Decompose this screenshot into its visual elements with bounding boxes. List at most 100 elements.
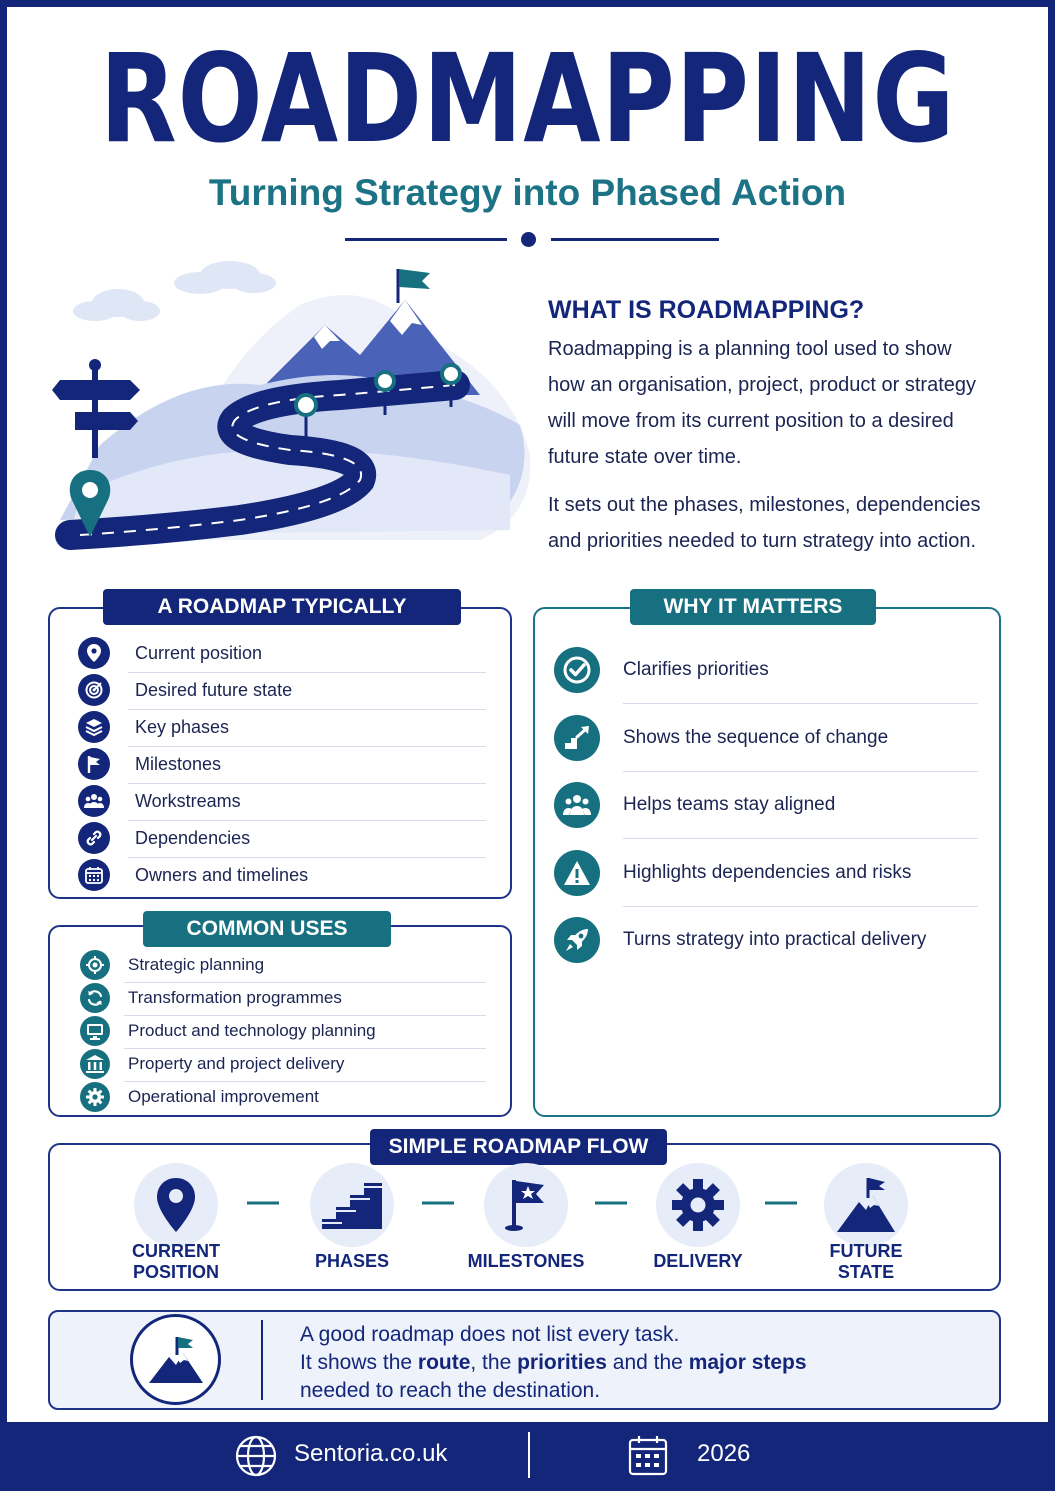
- quote-divider: [261, 1320, 263, 1400]
- team-icon: [554, 782, 600, 828]
- includes-item-label: Desired future state: [135, 679, 293, 700]
- footer-website[interactable]: Sentoria.co.uk: [294, 1440, 448, 1467]
- uses-title: COMMON USES: [143, 911, 391, 947]
- uses-item-label: Transformation programmes: [128, 988, 342, 1007]
- flow-step-label: PHASES: [282, 1251, 422, 1272]
- flag-icon: [484, 1163, 568, 1247]
- arrow-right-icon: [247, 1201, 279, 1205]
- monitor-icon: [80, 1016, 110, 1046]
- includes-item: Key phases: [78, 711, 229, 743]
- row-divider: [128, 820, 486, 821]
- milestone-pin-icon: [294, 363, 462, 445]
- flow-step-line1: MILESTONES: [467, 1251, 585, 1271]
- gear-icon: [656, 1163, 740, 1247]
- includes-title: A ROADMAP TYPICALLY INCLUDES: [103, 589, 461, 654]
- roadmap-illustration: [52, 261, 531, 550]
- divider-right: [551, 238, 719, 241]
- row-divider: [128, 783, 486, 784]
- row-divider: [128, 709, 486, 710]
- cloud-icon: [73, 261, 276, 321]
- signpost-icon: [52, 359, 140, 458]
- includes-item: Milestones: [78, 748, 221, 780]
- crosshair-icon: [80, 950, 110, 980]
- row-divider: [128, 857, 486, 858]
- uses-item: Product and technology planning: [80, 1016, 376, 1046]
- people-icon: [78, 785, 110, 817]
- includes-item: Workstreams: [78, 785, 241, 817]
- uses-item-label: Product and technology planning: [128, 1021, 376, 1040]
- map-pin-icon: [134, 1163, 218, 1247]
- includes-item-label: Owners and timelines: [135, 864, 309, 885]
- building-icon: [80, 1049, 110, 1079]
- row-divider: [124, 982, 486, 983]
- why-box: [533, 607, 1001, 1117]
- flag-icon: [78, 748, 110, 780]
- uses-item: Property and project delivery: [80, 1049, 344, 1079]
- flow-step-label: DELIVERY: [628, 1251, 768, 1272]
- includes-item-label: Workstreams: [135, 790, 241, 811]
- refresh-icon: [80, 983, 110, 1013]
- includes-box: [48, 607, 512, 899]
- uses-box: [48, 925, 512, 1117]
- what-paragraph-2: It sets out the phases, milestones, depe…: [548, 494, 981, 552]
- uses-item: Strategic planning: [80, 950, 264, 980]
- why-item-label: Highlights dependencies and risks: [623, 862, 912, 883]
- mountain-flag-icon: [130, 1314, 221, 1405]
- map-pin-icon: [78, 637, 110, 669]
- check-icon: [554, 647, 600, 693]
- flow-step-line2: STATE: [837, 1262, 895, 1282]
- why-item-label: Turns strategy into practical delivery: [623, 929, 927, 950]
- includes-item: Dependencies: [78, 822, 250, 854]
- target-icon: [78, 674, 110, 706]
- uses-item-label: Strategic planning: [128, 955, 265, 974]
- layers-icon: [78, 711, 110, 743]
- uses-item: Transformation programmes: [80, 983, 342, 1013]
- flow-step-label: MILESTONES: [456, 1251, 596, 1272]
- globe-icon: [235, 1435, 277, 1477]
- uses-item: Operational improvement: [80, 1082, 319, 1112]
- quote-line-1: A good roadmap does not list every task.: [300, 1323, 680, 1346]
- includes-item: Desired future state: [78, 674, 292, 706]
- calendar-icon: [78, 859, 110, 891]
- row-divider: [124, 1015, 486, 1016]
- page-subtitle: Turning Strategy into Phased Action: [208, 172, 847, 213]
- why-title: WHY IT MATTERS: [630, 589, 876, 625]
- rocket-icon: [554, 917, 600, 963]
- row-divider: [623, 838, 978, 839]
- mountain-flag-icon: [824, 1163, 908, 1247]
- quote-text: A good roadmap does not list every task.…: [300, 1321, 807, 1405]
- uses-item-label: Operational improvement: [128, 1087, 319, 1106]
- flow-step-line1: FUTURE: [829, 1241, 903, 1261]
- row-divider: [623, 906, 978, 907]
- includes-item: Owners and timelines: [78, 859, 308, 891]
- flow-step-line1: CURRENT: [132, 1241, 220, 1261]
- divider-left: [345, 238, 507, 241]
- quote-line-3: needed to reach the destination.: [300, 1379, 601, 1402]
- row-divider: [124, 1081, 486, 1082]
- arrow-right-icon: [765, 1201, 797, 1205]
- row-divider: [128, 746, 486, 747]
- includes-item-label: Current position: [135, 642, 263, 663]
- warning-icon: [554, 850, 600, 896]
- divider-dot: [521, 232, 536, 247]
- flow-step-line1: PHASES: [314, 1251, 390, 1271]
- includes-item: Current position: [78, 637, 262, 669]
- why-item-label: Shows the sequence of change: [623, 727, 889, 748]
- arrow-right-icon: [422, 1201, 454, 1205]
- row-divider: [623, 771, 978, 772]
- why-item-label: Helps teams stay aligned: [623, 794, 836, 815]
- page-title: ROADMAPPING: [99, 28, 956, 170]
- what-heading: WHAT IS ROADMAPPING?: [548, 296, 865, 324]
- row-divider: [124, 1048, 486, 1049]
- gear-icon: [80, 1082, 110, 1112]
- flow-step-line2: POSITION: [132, 1262, 219, 1282]
- flow-title: SIMPLE ROADMAP FLOW: [370, 1129, 667, 1165]
- quote-line-2: It shows the route, the priorities and t…: [300, 1351, 807, 1374]
- footer-divider: [528, 1432, 530, 1478]
- row-divider: [128, 672, 486, 673]
- includes-item-label: Dependencies: [135, 827, 251, 848]
- footer-year: 2026: [697, 1440, 751, 1467]
- calendar-icon: [628, 1436, 668, 1476]
